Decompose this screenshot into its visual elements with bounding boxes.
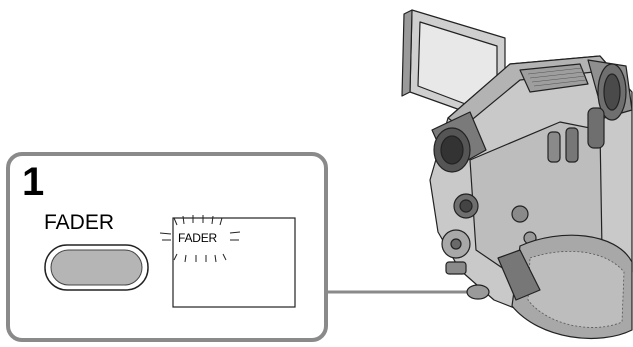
fader-button-on-camera — [467, 285, 489, 299]
fader-button-label: FADER — [44, 212, 114, 233]
camcorder-illustration — [402, 10, 632, 338]
lcd-fader-indicator: FADER — [178, 232, 217, 244]
step-number: 1 — [22, 162, 44, 202]
